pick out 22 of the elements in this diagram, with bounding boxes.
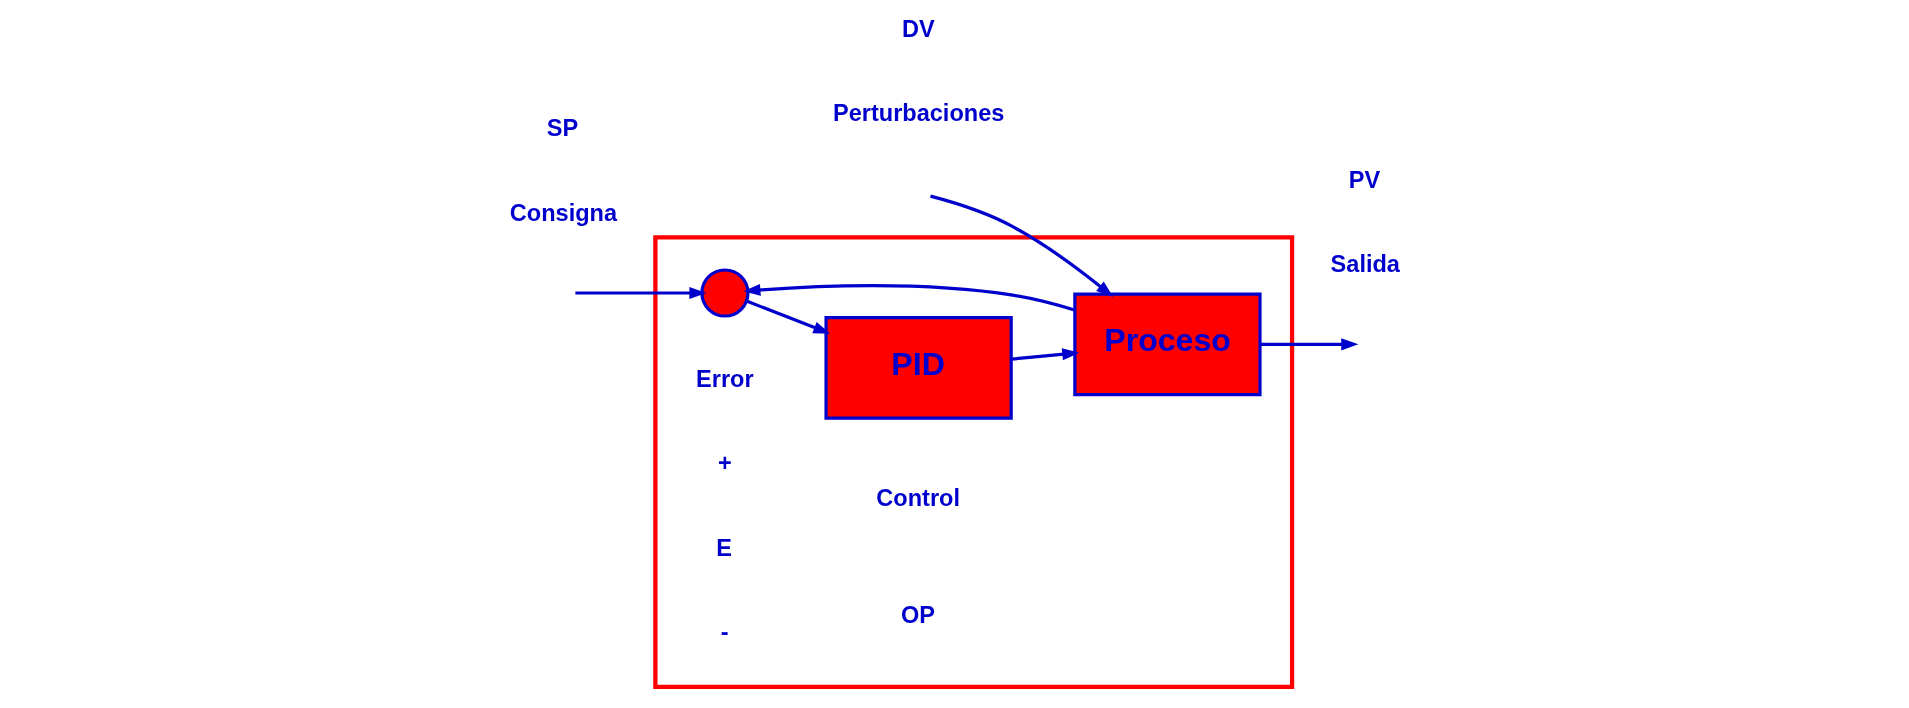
node-box: Proceso <box>1072 292 1262 397</box>
label: PV <box>1348 166 1380 193</box>
arrow <box>1010 348 1079 361</box>
arrow <box>745 299 830 334</box>
node-circle <box>699 268 750 318</box>
label: Perturbaciones <box>832 100 1004 127</box>
label: - <box>720 619 728 646</box>
arrow <box>574 287 707 299</box>
cluster <box>652 235 1294 689</box>
label: + <box>717 450 732 477</box>
label: Consigna <box>509 199 617 226</box>
label: Error <box>695 365 754 392</box>
label: Salida <box>1330 251 1400 278</box>
label: Control <box>875 484 960 511</box>
label: E <box>715 534 732 561</box>
arrow <box>929 194 1113 298</box>
node-box: PID <box>823 316 1013 420</box>
label: OP <box>900 602 935 629</box>
arrow <box>742 283 1075 312</box>
label: SP <box>546 115 578 142</box>
arrow <box>1259 338 1358 351</box>
label: DV <box>901 15 935 42</box>
